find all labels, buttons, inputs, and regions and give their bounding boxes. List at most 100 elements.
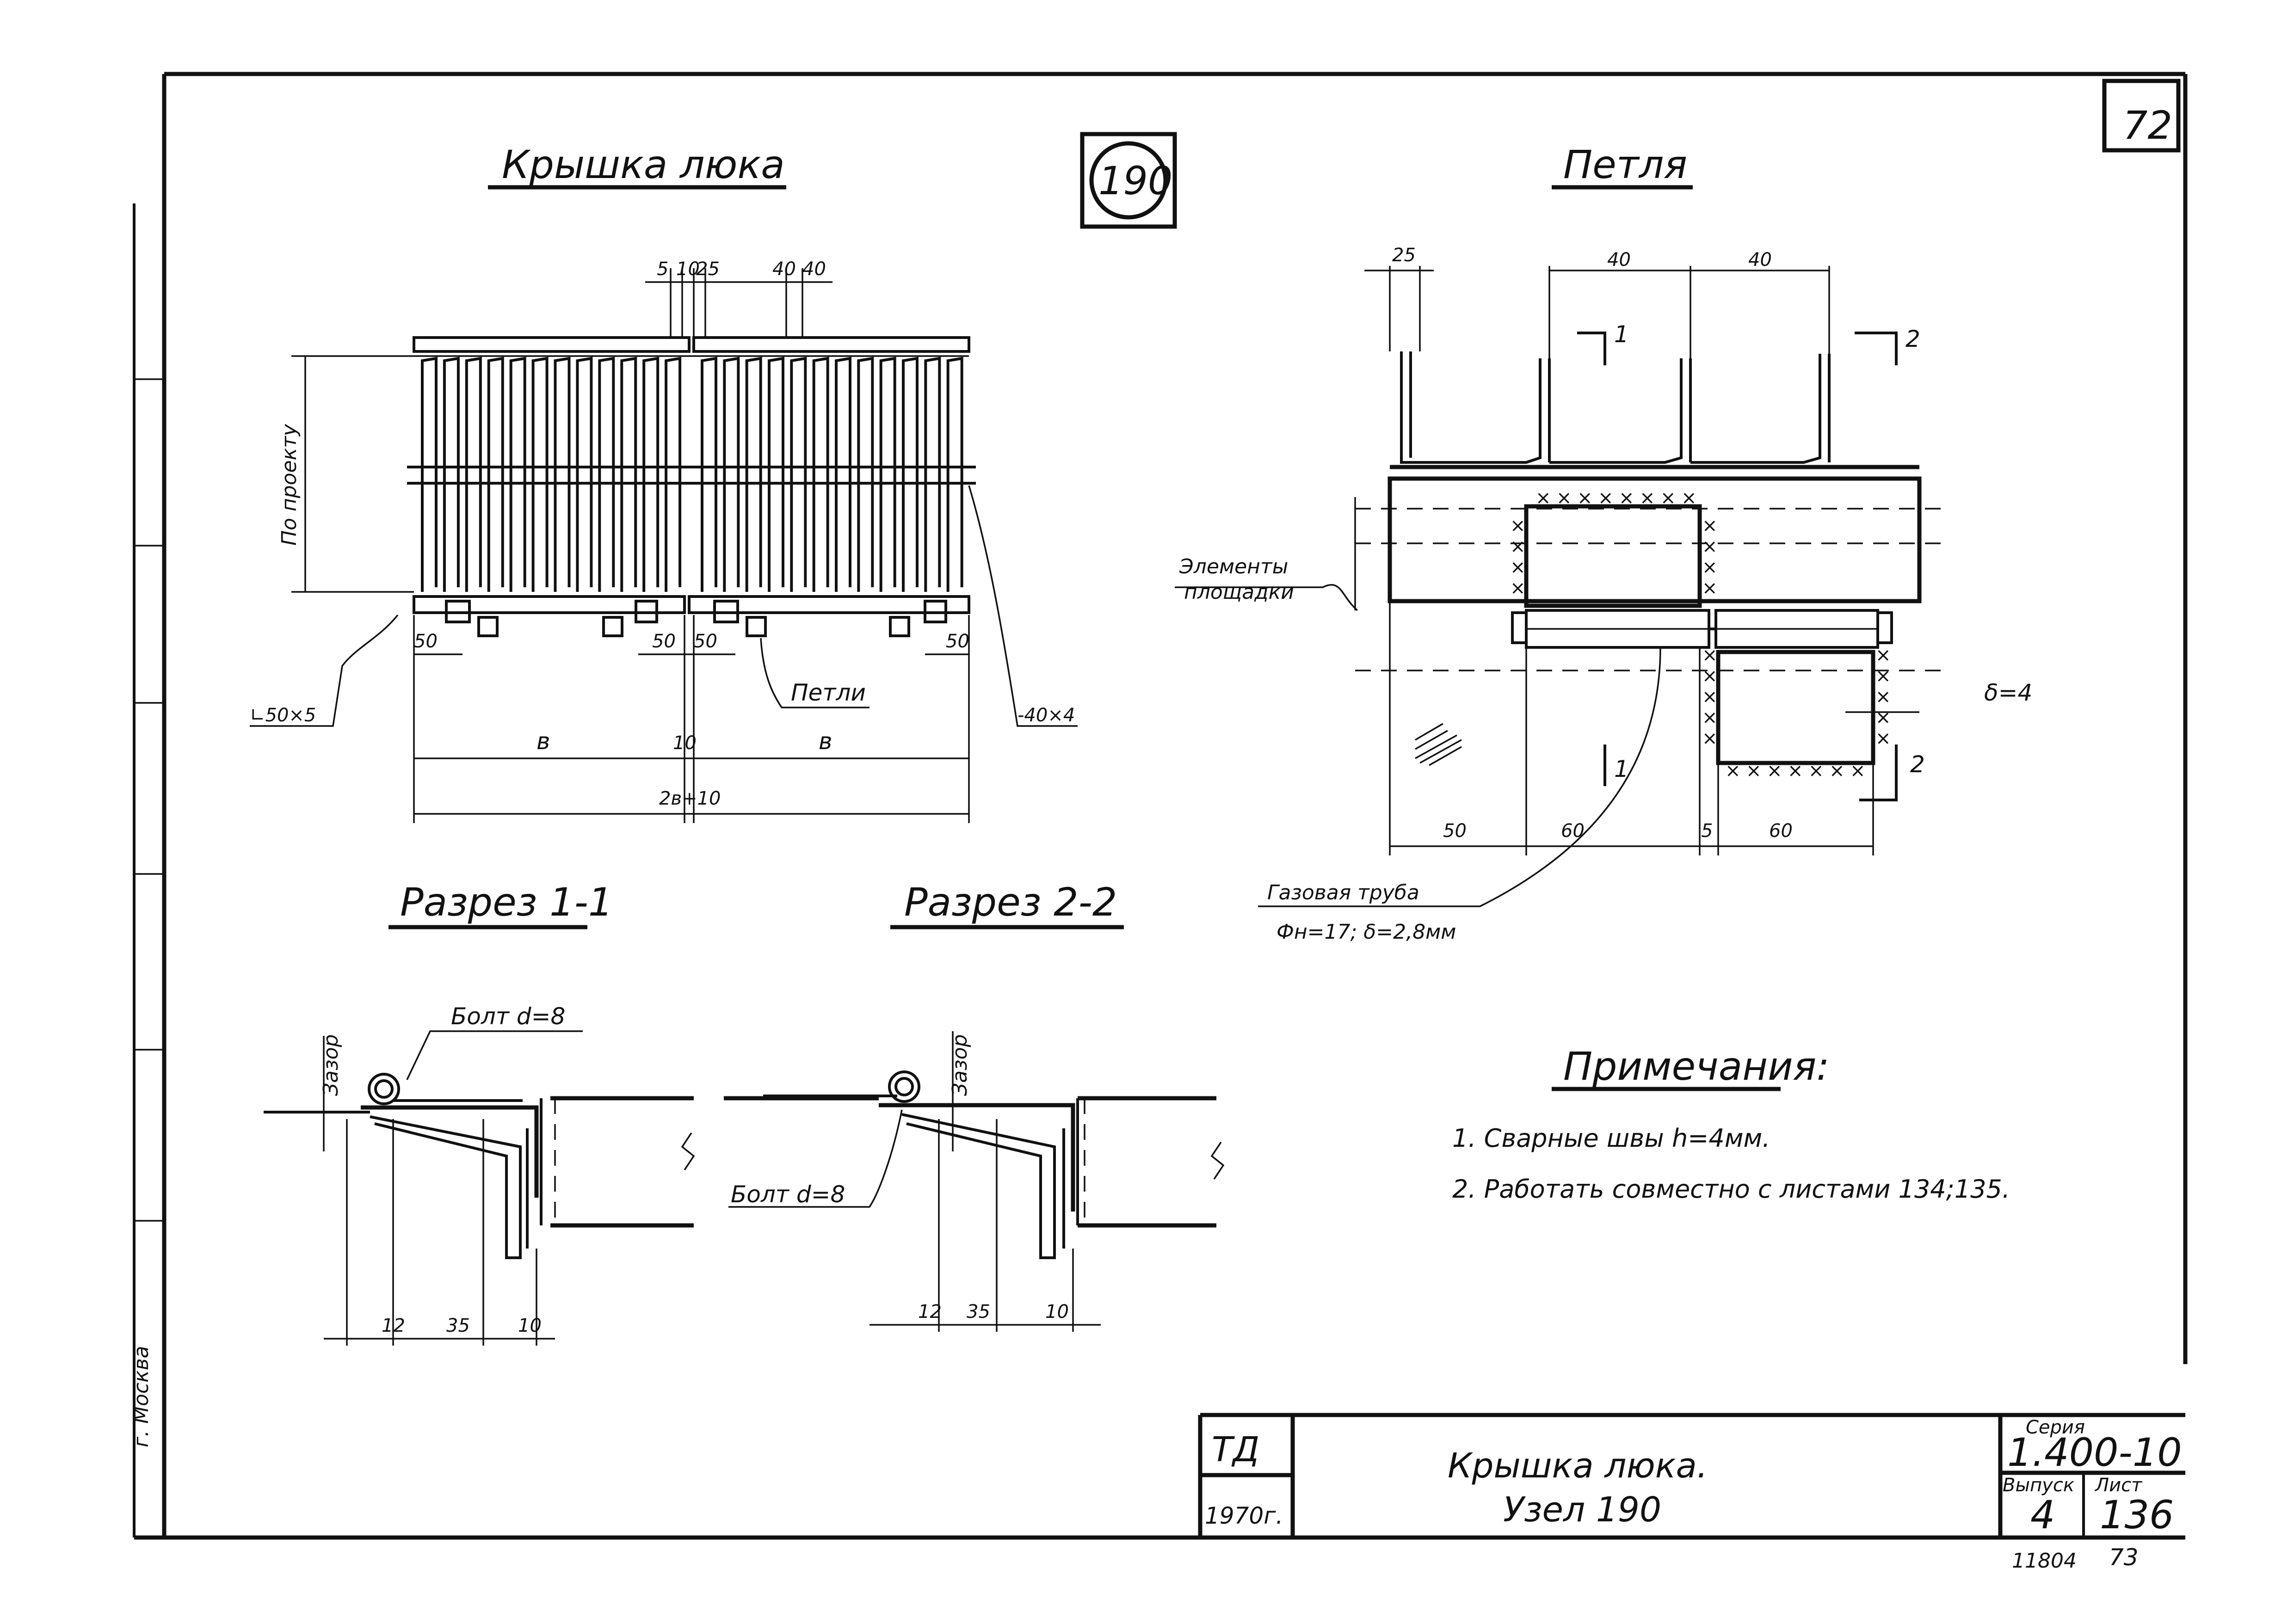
lid-dim-bottom-4: 50 (946, 631, 969, 652)
weld-mark: × (1702, 707, 1718, 728)
weld-mark: × (1510, 515, 1526, 536)
weld-mark: × (1875, 686, 1891, 707)
lid-rib (665, 357, 682, 592)
section1-drawing (264, 1030, 695, 1346)
loop-dim-bottom-4: 60 (1769, 820, 1793, 842)
weld-mark: × (1702, 686, 1718, 707)
weld-mark: × (1702, 578, 1718, 599)
lid-dim-bottom-2: 50 (652, 631, 676, 652)
tb-year: 1970г. (1205, 1502, 1283, 1529)
loop-dim-top-1: 25 (1392, 245, 1416, 266)
tb-org: ТД (1212, 1430, 1259, 1470)
lid-title: Крышка люка (502, 142, 785, 187)
loop-dim-top-3: 40 (1748, 249, 1772, 271)
tb-series-label: Серия (2026, 1417, 2085, 1438)
tb-name-2: Узел 190 (1503, 1490, 1661, 1530)
weld-mark: × (1702, 536, 1718, 557)
loop-dim-top-2: 40 (1607, 249, 1631, 271)
s2-dim-1: 12 (918, 1301, 942, 1323)
s1-gap-label: Зазор (319, 1034, 343, 1096)
lid-dim-bottom-3: 50 (694, 631, 717, 652)
weld-mark: × (1598, 487, 1614, 509)
weld-mark: × (1510, 578, 1526, 599)
node-number: 190 (1098, 158, 1172, 203)
loop-dim-bottom-3: 5 (1701, 820, 1713, 842)
lid-loops-label: Петли (791, 679, 866, 706)
weld-mark: × (1702, 557, 1718, 578)
lid-rib (812, 357, 829, 592)
weld-mark: × (1875, 707, 1891, 728)
page-number: 72 (2123, 103, 2172, 148)
lid-rib (531, 357, 549, 592)
node-badge (1080, 132, 1177, 229)
lid-height-label: По проекту (278, 424, 301, 546)
pipe-label: Газовая труба (1267, 881, 1419, 904)
lid-dim-top-4: 40 (772, 258, 796, 280)
weld-mark: × (1510, 536, 1526, 557)
lid-ribs (421, 357, 963, 592)
lid-rib (598, 357, 615, 592)
lid-rib (790, 357, 807, 592)
notes-title: Примечания: (1563, 1044, 1830, 1089)
tb-sheet-label: Лист (2094, 1475, 2143, 1496)
weld-mark: × (1660, 487, 1676, 509)
lid-rib (487, 357, 504, 592)
footer-page-number: 73 (2109, 1544, 2139, 1571)
lid-dim-b-left: в (536, 728, 550, 755)
weld-mark: × (1702, 665, 1718, 687)
tb-name-1: Крышка люка. (1448, 1446, 1708, 1486)
weld-mark: × (1702, 515, 1718, 536)
weld-mark: × (1702, 728, 1718, 749)
section2-drawing (724, 1031, 1225, 1332)
loop-dim-bottom-2: 60 (1561, 820, 1585, 842)
lid-dim-gap: 10 (673, 732, 697, 754)
weld-mark: × (1725, 760, 1741, 781)
lid-dim-b-right: в (819, 728, 832, 755)
weld-mark: × (1681, 487, 1697, 509)
delta-label: δ=4 (1984, 679, 2032, 706)
lid-rib (620, 357, 637, 592)
weld-mark: × (1702, 645, 1718, 666)
note-2: 2. Работать совместно с листами 134;135. (1452, 1175, 2010, 1204)
s2-dim-3: 10 (1045, 1301, 1069, 1323)
lid-dim-total: 2в+10 (659, 788, 721, 809)
lid-drawing (250, 268, 1078, 823)
s1-dim-2: 35 (446, 1315, 470, 1336)
section2-title: Разрез 2-2 (904, 880, 1117, 925)
lid-rib (857, 357, 874, 592)
weld-mark: × (1788, 760, 1803, 781)
lid-dim-bottom-1: 50 (414, 631, 438, 652)
lid-strip-label: -40×4 (1018, 705, 1075, 726)
title-block (1198, 1413, 2185, 1538)
section-mark-2-bottom: 2 (1910, 751, 1925, 778)
lid-rib (902, 357, 919, 592)
city-stamp: г. Москва (130, 1346, 153, 1447)
section-mark-1-bottom: 1 (1614, 756, 1629, 782)
pipe-spec: Фн=17; δ=2,8мм (1276, 920, 1456, 944)
lid-rib (443, 357, 460, 592)
lid-dim-top-5: 40 (802, 258, 826, 280)
lid-rib (465, 357, 482, 592)
weld-mark: × (1829, 760, 1845, 781)
lid-dim-top-1: 5 (657, 258, 668, 280)
loop-dim-bottom-1: 50 (1443, 820, 1467, 842)
s1-dim-3: 10 (518, 1315, 542, 1336)
weld-mark: × (1875, 665, 1891, 687)
tb-sheet-value: 136 (2100, 1492, 2174, 1538)
lid-rib (879, 357, 896, 592)
s2-gap-label: Зазор (948, 1034, 972, 1096)
hatch-mark (1415, 723, 1462, 766)
weld-mark: × (1556, 487, 1572, 509)
weld-marks: ××××××××××××××××××××××××××××××××× (1510, 487, 1891, 781)
lid-rib (576, 357, 593, 592)
archive-number: 11804 (2012, 1549, 2077, 1573)
lid-rib (701, 357, 717, 592)
weld-mark: × (1577, 487, 1593, 509)
section1-title: Разрез 1-1 (400, 880, 613, 925)
lid-rib (554, 357, 571, 592)
tb-issue-value: 4 (2030, 1492, 2055, 1538)
s2-bolt-label: Болт d=8 (731, 1181, 845, 1208)
weld-mark: × (1619, 487, 1634, 509)
lid-rib (745, 357, 762, 592)
